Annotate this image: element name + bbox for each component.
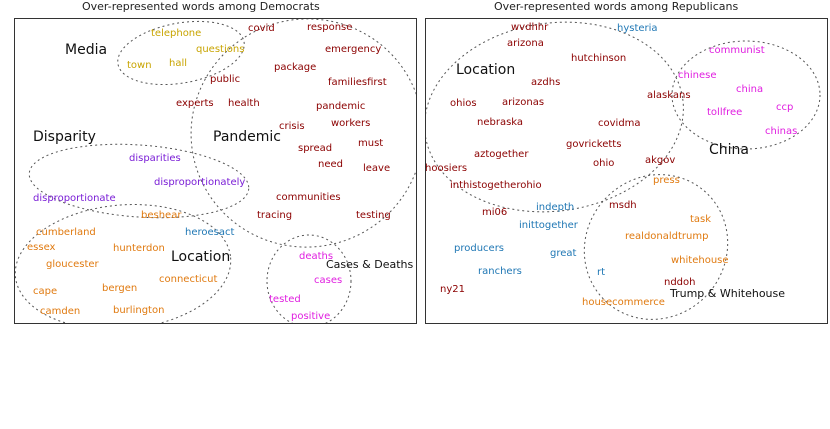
word-wvdhhr: wvdhhr xyxy=(511,22,549,33)
media-label: Media xyxy=(65,42,108,58)
word-familiesfirst: familiesfirst xyxy=(328,77,387,88)
rep-panel-title: Over-represented words among Republicans xyxy=(494,0,739,13)
cases-deaths-label: Cases & Deaths xyxy=(326,258,414,271)
word-ny21: ny21 xyxy=(440,284,465,295)
word-heroesact: heroesact xyxy=(185,227,235,238)
word-hall: hall xyxy=(169,58,188,69)
word-great: great xyxy=(550,248,577,259)
word-package: package xyxy=(274,62,317,73)
word-positive: positive xyxy=(291,311,331,322)
word-arizonas: arizonas xyxy=(502,97,545,108)
word-disparities: disparities xyxy=(129,153,181,164)
word-hoosiers: hoosiers xyxy=(425,163,468,174)
cases-cluster-outline xyxy=(266,234,352,323)
word-ohios: ohios xyxy=(450,98,477,109)
word-disproportionate: disproportionate xyxy=(33,193,116,204)
word-town: town xyxy=(127,60,152,71)
word-testing: testing xyxy=(356,210,391,221)
word-hunterdon: hunterdon xyxy=(113,243,165,254)
word-covidma: covidma xyxy=(598,118,641,129)
word-nebraska: nebraska xyxy=(477,117,524,128)
word-press: press xyxy=(653,175,680,186)
word-producers: producers xyxy=(454,243,505,254)
location-cluster-outline xyxy=(426,21,684,213)
word-communities: communities xyxy=(276,192,341,203)
word-nddoh: nddoh xyxy=(664,277,696,288)
word-alaskans: alaskans xyxy=(647,90,691,101)
word-bergen: bergen xyxy=(102,283,138,294)
word-task: task xyxy=(690,214,712,225)
dem-panel: Media Disparity Pandemic Location Cases … xyxy=(14,18,417,324)
word-chinas: chinas xyxy=(765,126,798,137)
china-label: China xyxy=(709,142,749,158)
word-public: public xyxy=(210,74,241,85)
word-inthistogetherohio: inthistogetherohio xyxy=(450,180,542,191)
word-ccp: ccp xyxy=(776,102,794,113)
word-deaths: deaths xyxy=(299,251,334,262)
disparity-label: Disparity xyxy=(33,129,96,145)
word-telephone: telephone xyxy=(151,28,202,39)
word-response: response xyxy=(307,22,353,33)
word-hysteria: hysteria xyxy=(617,23,658,34)
word-akgov: akgov xyxy=(645,155,676,166)
word-mi06: mi06 xyxy=(482,207,508,218)
word-housecommerce: housecommerce xyxy=(582,297,665,308)
media-cluster-outline xyxy=(117,20,245,86)
word-connecticut: connecticut xyxy=(159,274,218,285)
word-leave: leave xyxy=(363,163,391,174)
word-essex: essex xyxy=(27,242,56,253)
word-camden: camden xyxy=(40,306,81,317)
word-realdonaldtrump: realdonaldtrump xyxy=(625,231,709,242)
word-disproportionately: disproportionately xyxy=(154,177,246,188)
word-azdhs: azdhs xyxy=(531,77,561,88)
word-burlington: burlington xyxy=(113,305,165,316)
rep-cluster-outlines xyxy=(426,21,821,320)
word-msdh: msdh xyxy=(609,200,637,211)
dem-panel-title: Over-represented words among Democrats xyxy=(82,0,320,13)
word-tollfree: tollfree xyxy=(707,107,743,118)
word-rt: rt xyxy=(597,267,606,278)
rep-panel: Location China Trump & Whitehouse wvdhhr… xyxy=(425,18,828,324)
word-cases: cases xyxy=(314,275,343,286)
dem-cluster-outlines xyxy=(15,19,416,323)
word-chinese: chinese xyxy=(678,70,717,81)
word-covid: covid xyxy=(248,23,275,34)
word-communist: communist xyxy=(709,45,765,56)
china-cluster-outline xyxy=(671,40,821,150)
word-ohio: ohio xyxy=(593,158,615,169)
word-experts: experts xyxy=(176,98,214,109)
word-govricketts: govricketts xyxy=(566,139,622,150)
word-hutchinson: hutchinson xyxy=(571,53,627,64)
word-ranchers: ranchers xyxy=(478,266,522,277)
trump-whitehouse-label: Trump & Whitehouse xyxy=(670,287,786,300)
word-need: need xyxy=(318,159,343,170)
pandemic-label: Pandemic xyxy=(213,129,281,145)
word-pandemic: pandemic xyxy=(316,101,366,112)
word-tracing: tracing xyxy=(257,210,293,221)
word-questions: questions xyxy=(196,44,245,55)
word-emergency: emergency xyxy=(325,44,382,55)
word-health: health xyxy=(228,98,260,109)
location-label: Location xyxy=(456,62,516,78)
word-crisis: crisis xyxy=(279,121,305,132)
word-beshear: beshear xyxy=(141,210,182,221)
disparity-cluster-outline xyxy=(28,143,250,219)
word-workers: workers xyxy=(331,118,371,129)
pandemic-cluster-outline xyxy=(190,19,416,248)
word-must: must xyxy=(358,138,384,149)
word-aztogether: aztogether xyxy=(474,149,529,160)
word-gloucester: gloucester xyxy=(46,259,99,270)
word-indepth: indepth xyxy=(536,202,575,213)
location-cluster-outline xyxy=(15,204,232,323)
word-inittogether: inittogether xyxy=(519,220,578,231)
word-cape: cape xyxy=(33,286,58,297)
location-label: Location xyxy=(171,249,231,265)
word-whitehouse: whitehouse xyxy=(671,255,729,266)
word-arizona: arizona xyxy=(507,38,544,49)
word-spread: spread xyxy=(298,143,333,154)
word-china: china xyxy=(736,84,764,95)
word-tested: tested xyxy=(269,294,301,305)
trump-cluster-outline xyxy=(583,174,729,320)
word-cumberland: cumberland xyxy=(36,227,96,238)
